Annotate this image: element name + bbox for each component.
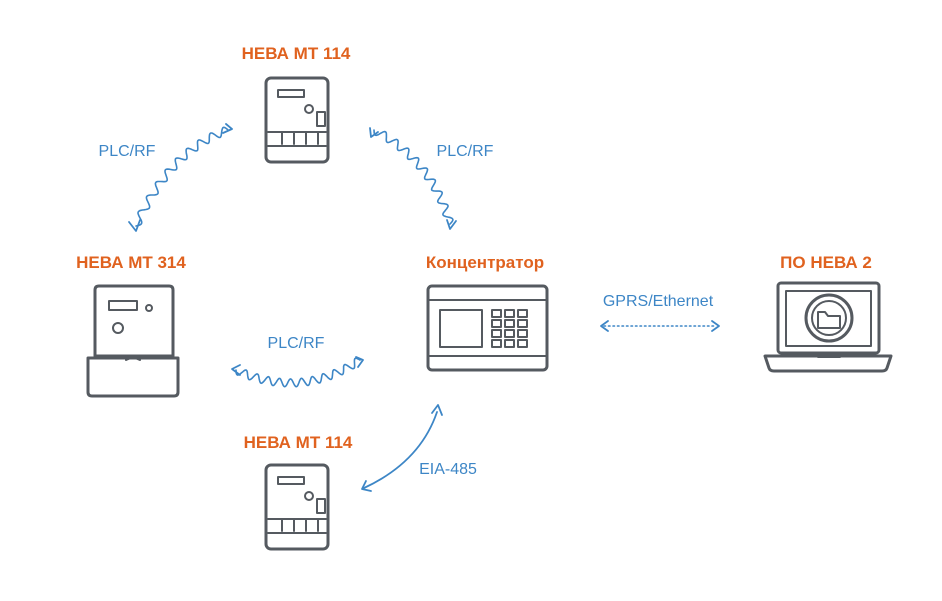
- keypad-key: [491, 339, 502, 348]
- wave-top-right: [373, 129, 454, 225]
- keypad-key: [517, 309, 528, 318]
- eia-link-arc: [363, 411, 438, 489]
- eia-arrow-bottom: [361, 480, 372, 492]
- gprs-arrow-left: [600, 320, 609, 332]
- link-top-left-label: PLC/RF: [98, 143, 156, 160]
- meter-left-label: НЕВА МТ 314: [76, 253, 186, 272]
- wave-top-left: [135, 126, 229, 227]
- laptop-icon: [763, 281, 893, 373]
- arrow-top-left-end: [128, 219, 141, 232]
- keypad-key: [491, 309, 502, 318]
- arrow-top-right-start: [369, 127, 379, 138]
- concentrator-icon: [426, 284, 549, 372]
- arrow-top-right-end: [446, 219, 457, 230]
- keypad-key: [504, 309, 515, 318]
- keypad-key: [504, 319, 515, 328]
- meter-left-icon: [86, 284, 180, 398]
- meter-bottom-icon: [264, 463, 330, 551]
- concentrator-label: Концентратор: [425, 253, 545, 272]
- keypad-key: [504, 339, 515, 348]
- keypad-key: [517, 339, 528, 348]
- arrow-top-left-start: [222, 123, 233, 134]
- software-label: ПО НЕВА 2: [780, 253, 872, 272]
- link-top-right-label: PLC/RF: [436, 143, 494, 160]
- link-left-concentrator-label: PLC/RF: [267, 335, 325, 352]
- keypad-key: [491, 319, 502, 328]
- arrow-left-conc-start: [231, 364, 241, 376]
- keypad-key: [491, 329, 502, 338]
- keypad-key: [517, 329, 528, 338]
- keypad-key: [517, 319, 528, 328]
- link-concentrator-software-label: GPRS/Ethernet: [602, 293, 714, 310]
- arrow-left-conc-end: [355, 356, 364, 368]
- eia-arrow-top: [431, 404, 443, 416]
- meter-top-label: НЕВА МТ 114: [241, 44, 351, 63]
- meter-bottom-label: НЕВА МТ 114: [243, 433, 353, 452]
- gprs-arrow-right: [711, 320, 720, 332]
- meter-top-icon: [264, 76, 330, 164]
- wave-left-concentrator: [235, 357, 361, 388]
- link-bottom-concentrator-label: EIA-485: [419, 461, 477, 478]
- keypad-key: [504, 329, 515, 338]
